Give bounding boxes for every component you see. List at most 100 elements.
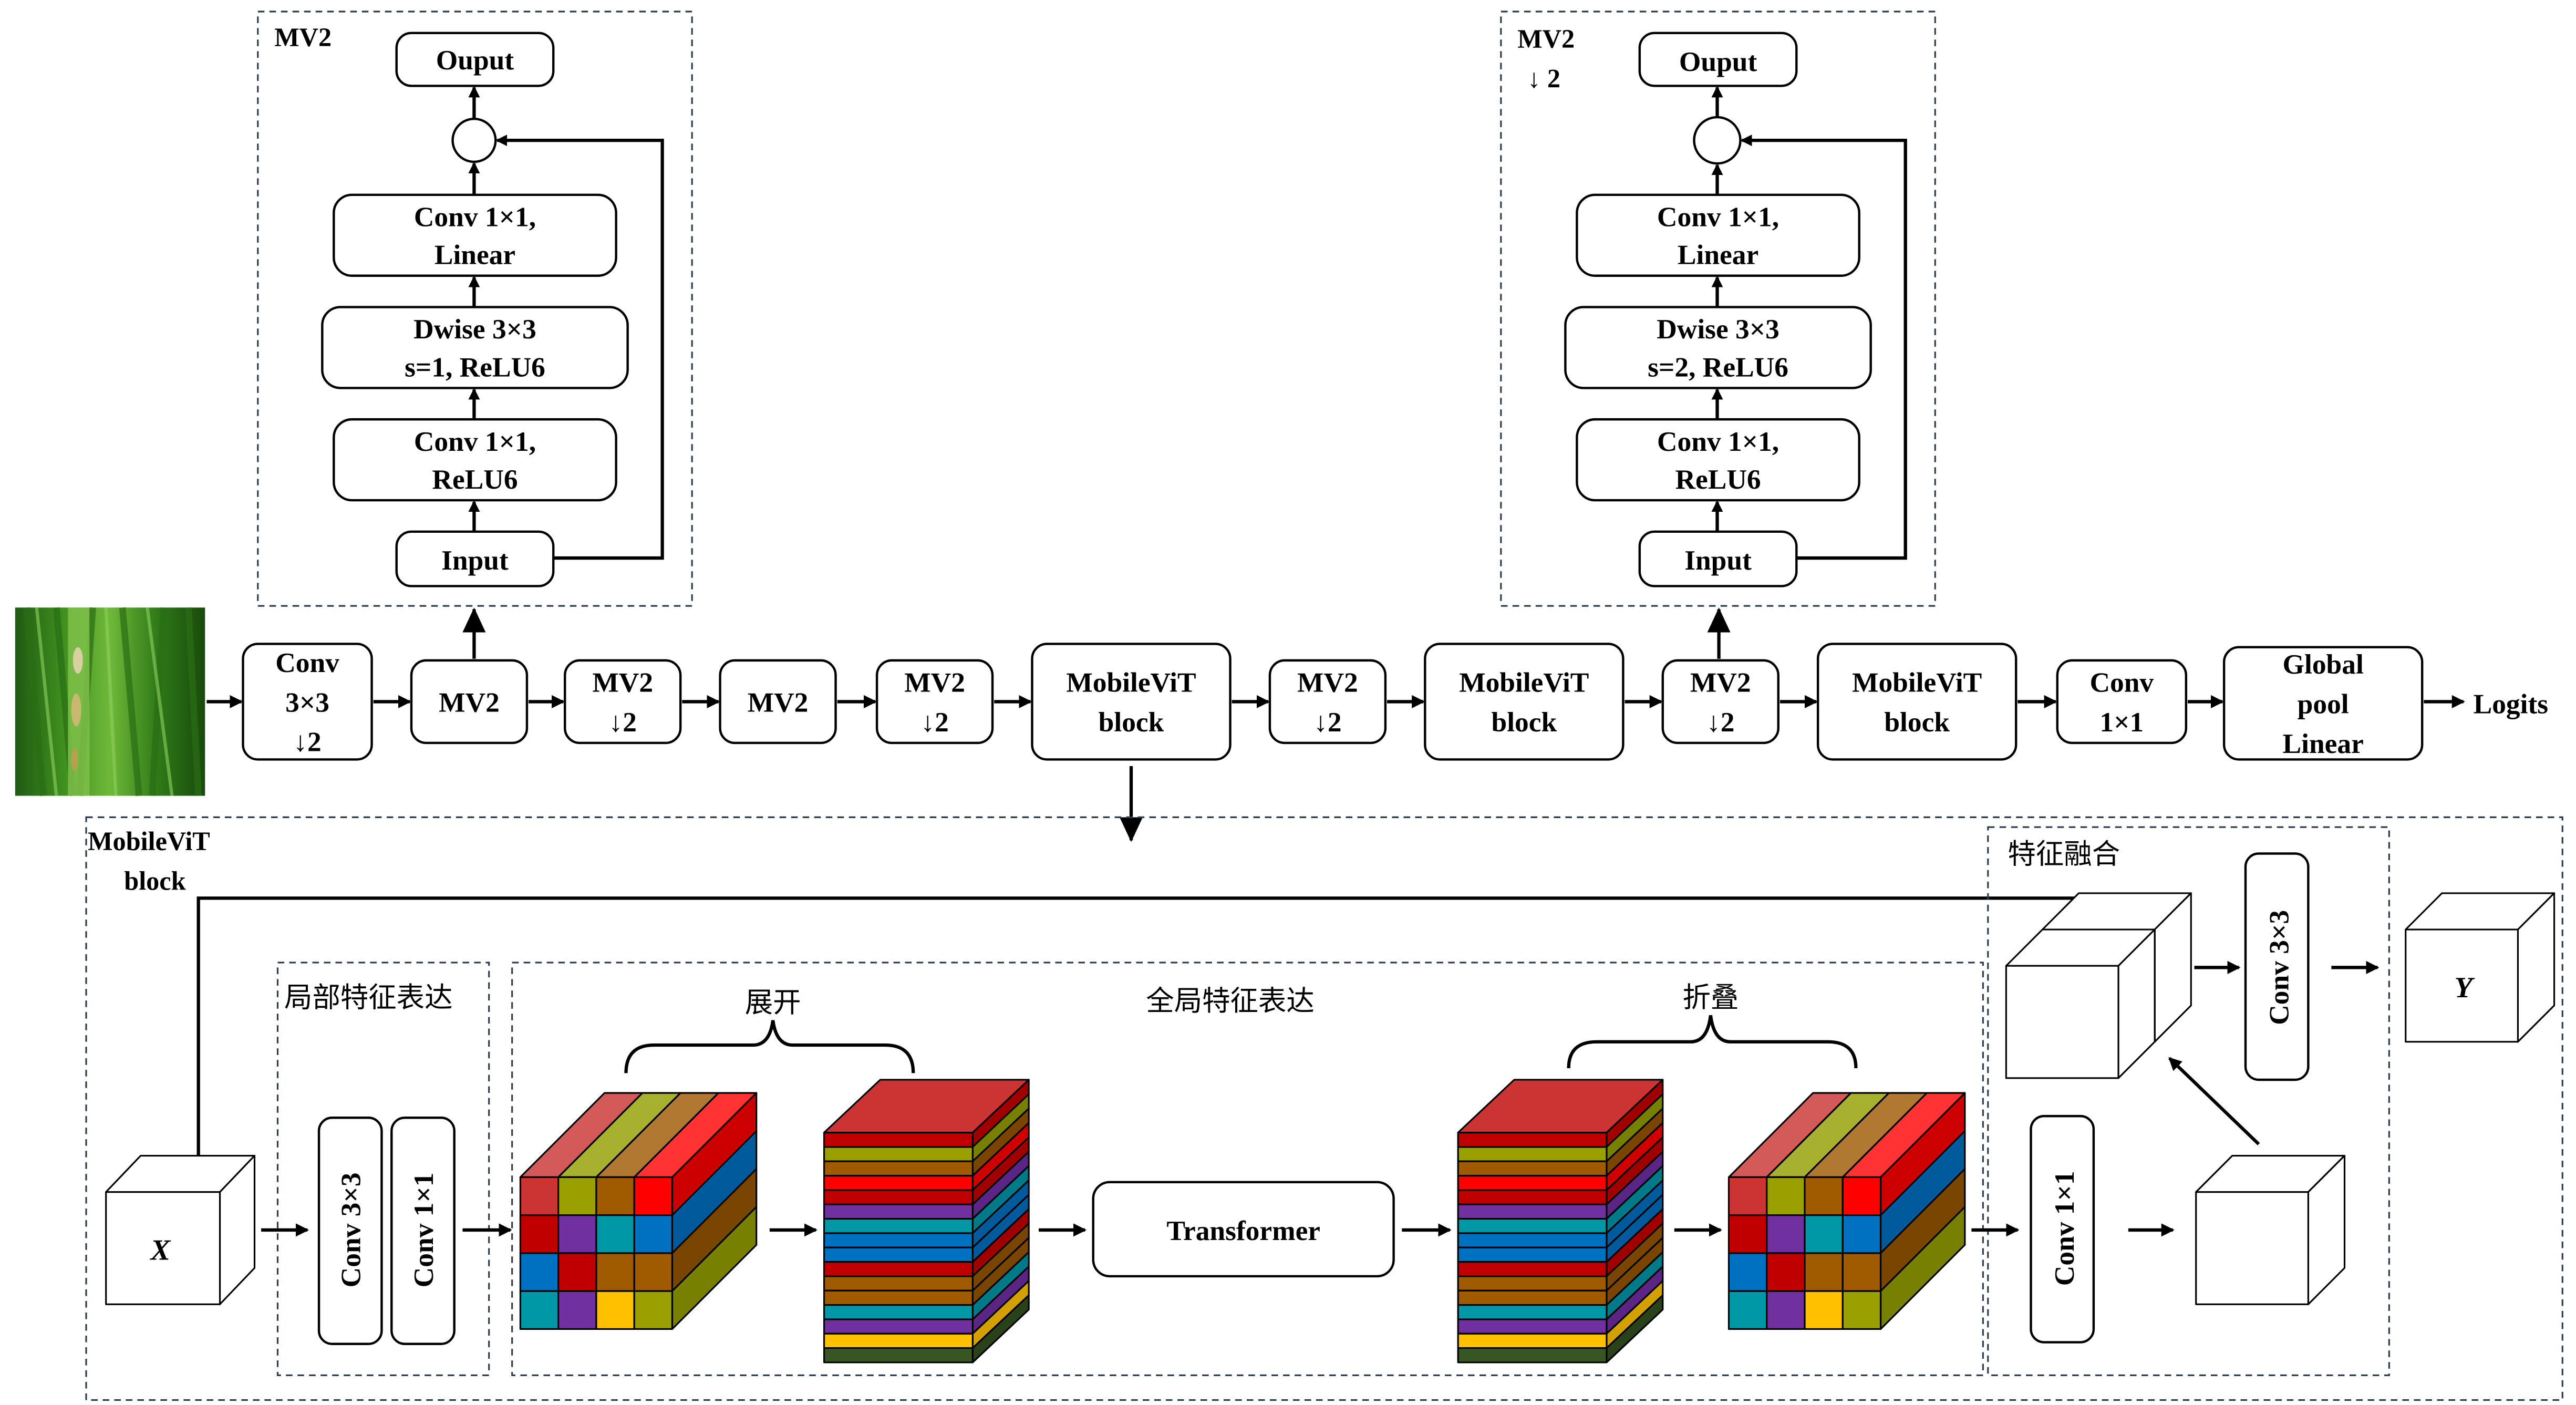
main-block-frame — [1268, 659, 1387, 745]
mv2-down-output-node: Ouput — [1638, 32, 1798, 87]
mv2-skip-connection — [495, 135, 664, 560]
patch-cell — [1804, 1214, 1844, 1254]
transformer-block: Transformer — [1092, 1181, 1395, 1278]
stack-layer — [1457, 1304, 1608, 1320]
patch-cell — [633, 1214, 674, 1254]
main-block-frame — [242, 643, 373, 761]
main-block-frame — [875, 659, 994, 745]
mv2-layer-conv-relu: Conv 1×1, ReLU6 — [333, 418, 617, 502]
patch-cell — [1766, 1252, 1806, 1292]
mv2-down-detail-title-line2: ↓ 2 — [1527, 64, 1560, 94]
mv2-down-add-node — [1693, 116, 1742, 165]
mv2-layer-conv-relu-line1: Conv 1×1, — [414, 426, 536, 457]
patch-cell — [1842, 1290, 1882, 1330]
output-tensor-y — [2405, 892, 2556, 1043]
local-feature-border — [276, 962, 490, 1377]
mv2-arrows — [468, 86, 664, 560]
stack-layer — [823, 1217, 974, 1234]
local-conv3x3-label: Conv 3×3 — [335, 1172, 367, 1287]
stack-layer — [823, 1275, 974, 1292]
main-block-label: block — [1884, 706, 1950, 738]
mv2-layer-dwise: Dwise 3×3 s=1, ReLU6 — [321, 306, 629, 389]
fusion-border — [1987, 826, 2390, 1377]
mv2-layer-dwise-line1: Dwise 3×3 — [413, 313, 536, 345]
input-tensor-x — [105, 1154, 256, 1305]
mv2-input-label: Input — [441, 544, 509, 576]
main-block-frame — [1031, 643, 1232, 761]
main-block-frame — [2056, 659, 2188, 745]
stack-layer — [823, 1318, 974, 1335]
patch-cell — [1766, 1176, 1806, 1216]
global-feature-border — [511, 962, 1984, 1377]
transformed-tensor — [1457, 1079, 1664, 1363]
main-pipeline: Conv3×3↓2MV2MV2↓2MV2MV2↓2MobileViTblockM… — [15, 607, 2548, 842]
patch-cell — [1727, 1214, 1768, 1254]
stack-layer — [823, 1174, 974, 1191]
mv2-down-layer-conv-relu-line2: ReLU6 — [1675, 463, 1761, 495]
fusion-conv1x1: Conv 1×1 — [2030, 1114, 2095, 1344]
local-conv1x1: Conv 1×1 — [390, 1117, 456, 1345]
cube-front-face — [105, 1191, 221, 1305]
mv2-down-layer-conv-linear-line1: Conv 1×1, — [1657, 201, 1779, 232]
patch-cell — [1804, 1176, 1844, 1216]
stack-layer — [1457, 1160, 1608, 1177]
main-block-label: 3×3 — [285, 686, 329, 718]
main-block-label: ↓2 — [608, 706, 636, 738]
main-block-label: pool — [2298, 688, 2349, 719]
main-block-frame — [2222, 646, 2424, 761]
main-block-label: ↓2 — [1313, 706, 1341, 738]
stack-layer — [823, 1131, 974, 1148]
stack-layer — [1457, 1189, 1608, 1205]
mv2-down-input-label: Input — [1684, 544, 1752, 576]
stack-layer — [1457, 1289, 1608, 1306]
stack-layer — [823, 1304, 974, 1320]
mv2-down-detail-title-line1: MV2 — [1517, 24, 1575, 54]
local-conv1x1-label: Conv 1×1 — [408, 1172, 439, 1287]
stack-layer — [1457, 1232, 1608, 1248]
fold-label: 折叠 — [1682, 981, 1739, 1014]
mobilevit-detail-panel: MobileViT block X 局部特征表达 Conv 3×3 Conv 1… — [85, 816, 2563, 1401]
main-block-label: Conv — [275, 647, 339, 678]
main-block-label: MV2 — [748, 686, 809, 718]
fusion-conv3x3-label: Conv 3×3 — [2263, 910, 2295, 1025]
unfold-brace — [624, 1020, 915, 1073]
patch-cell — [595, 1252, 635, 1292]
mv2-down-layer-dwise-line2: s=2, ReLU6 — [1648, 351, 1788, 383]
mobilevit-detail-title-line2: block — [124, 866, 185, 896]
main-block-mv2-4: MV2↓2 — [875, 659, 994, 745]
mv2-layer-conv-linear-line1: Conv 1×1, — [414, 201, 536, 232]
patch-cell — [1766, 1290, 1806, 1330]
mv2-down-layer-dwise-line1: Dwise 3×3 — [1657, 313, 1780, 345]
stack-layer — [1457, 1146, 1608, 1162]
main-block-label: MV2 — [1297, 667, 1358, 698]
patch-cell — [519, 1290, 560, 1330]
main-block-label: MV2 — [904, 667, 965, 698]
stack-layer — [823, 1189, 974, 1205]
main-block-conv3x3: Conv 3×3 ↓2 — [242, 643, 373, 761]
stack-layer — [1457, 1261, 1608, 1277]
stack-layer — [1457, 1347, 1608, 1363]
stack-layer — [1457, 1174, 1608, 1191]
fold-brace — [1567, 1015, 1858, 1069]
stack-layer — [823, 1347, 974, 1363]
main-block-label: ↓2 — [293, 726, 321, 758]
fusion-merge-arrow — [2168, 1057, 2260, 1145]
input-leaf-image — [15, 607, 205, 797]
stack-layer — [1457, 1318, 1608, 1335]
patch-cell — [1804, 1252, 1844, 1292]
stack-layer — [1457, 1131, 1608, 1148]
main-block-mv2-5: MV2↓2 — [1268, 659, 1387, 745]
patch-cell — [633, 1252, 674, 1292]
patch-cell — [1727, 1176, 1768, 1216]
cube-front-face — [2195, 1191, 2309, 1305]
mv2-down-layer-conv-relu: Conv 1×1, ReLU6 — [1576, 418, 1860, 502]
mobilevit-detail-title-line1: MobileViT — [88, 827, 210, 856]
concat-tensor-front — [2005, 928, 2156, 1079]
stack-layer — [1457, 1246, 1608, 1263]
mobilevit-detail-border — [85, 816, 2563, 1401]
main-block-label: block — [1492, 706, 1557, 738]
patch-cell — [557, 1252, 597, 1292]
mv2-layer-conv-linear-line2: Linear — [434, 239, 515, 271]
